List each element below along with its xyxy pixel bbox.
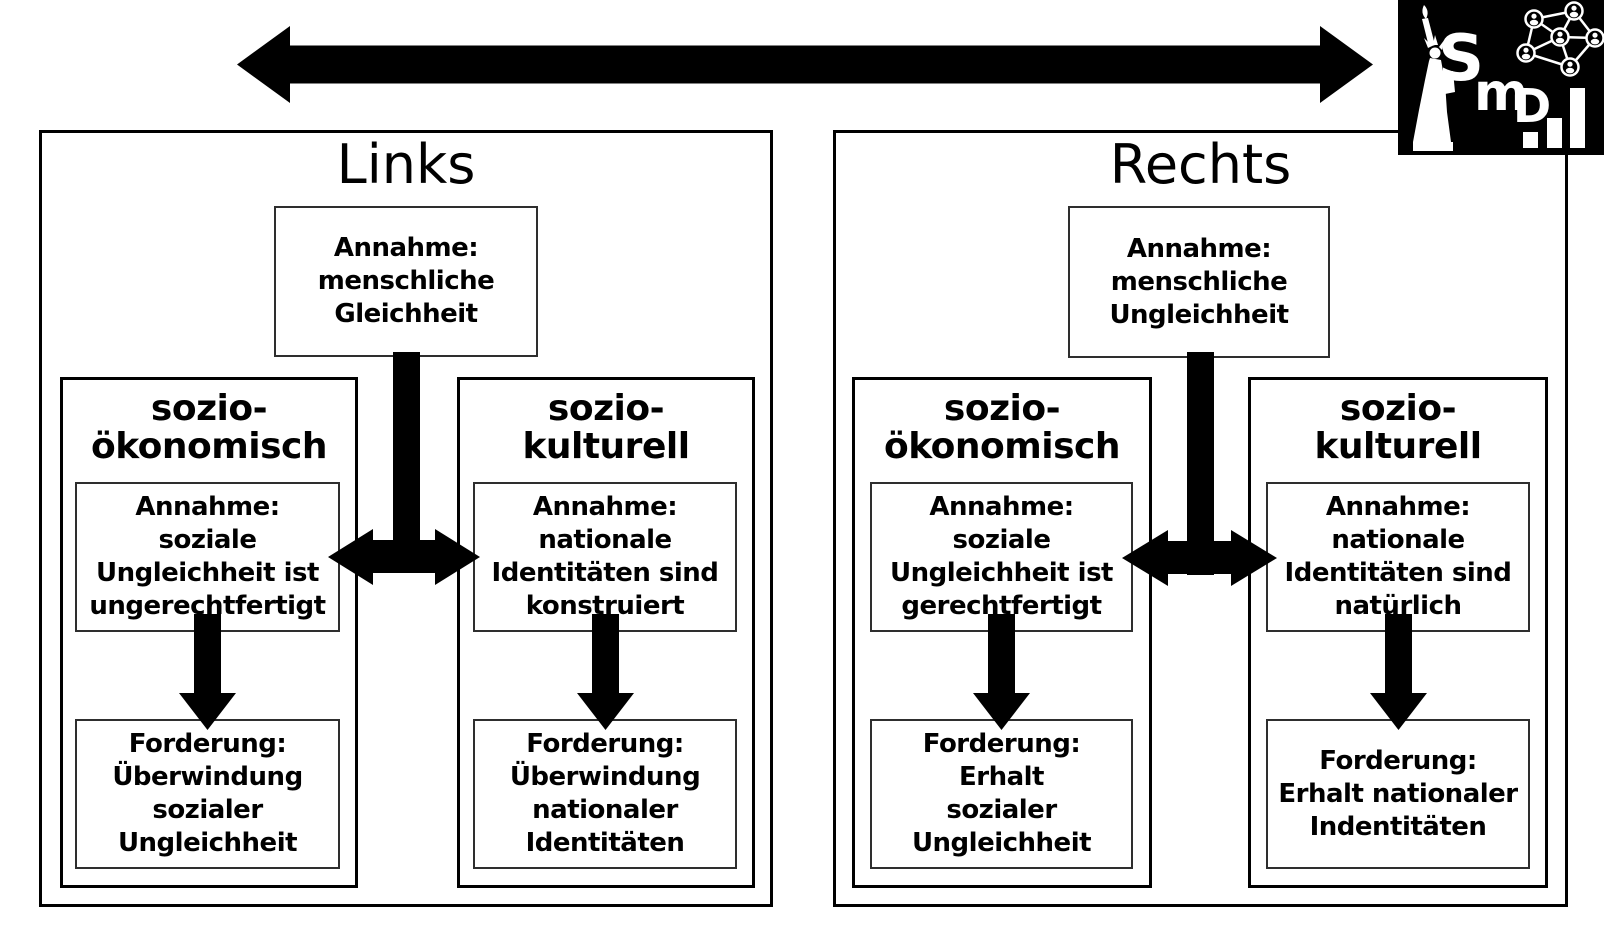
links-socioeconomic-demand-box: Forderung: Überwindung sozialer Ungleich… — [75, 719, 340, 869]
logo-letter-d: D — [1513, 79, 1551, 133]
logo-letter-s: S — [1438, 22, 1484, 96]
rechts-sociocultural-assumption-box: Annahme: nationale Identitäten sind natü… — [1266, 482, 1530, 632]
rechts-core-assumption-box: Annahme: menschliche Ungleichheit — [1068, 206, 1330, 358]
rechts-socioeconomic-down-arrow — [973, 614, 1030, 730]
links-socioeconomic-assumption-box: Annahme: soziale Ungleichheit ist ungere… — [75, 482, 340, 632]
links-panel-title: Links — [336, 133, 476, 196]
links-branch-arrow — [328, 352, 480, 585]
rechts-sociocultural-down-arrow — [1370, 614, 1427, 730]
links-sociocultural-down-arrow — [577, 614, 634, 730]
rechts-sociocultural-heading: sozio- kulturell — [1314, 388, 1482, 467]
spectrum-axis-arrow — [237, 26, 1373, 103]
links-core-assumption-box: Annahme: menschliche Gleichheit — [274, 206, 538, 357]
logo-letter-m: m — [1474, 63, 1528, 123]
links-sociocultural-heading: sozio- kulturell — [522, 388, 690, 467]
statue-of-liberty-icon — [1413, 5, 1455, 151]
rechts-socioeconomic-assumption-box: Annahme: soziale Ungleichheit ist gerech… — [870, 482, 1133, 632]
social-network-icon — [1516, 1, 1604, 77]
links-sociocultural-demand-box: Forderung: Überwindung nationaler Identi… — [473, 719, 737, 869]
rechts-panel-title: Rechts — [1109, 133, 1292, 196]
links-socioeconomic-down-arrow — [179, 614, 236, 730]
rechts-sociocultural-demand-box: Forderung: Erhalt nationaler Indentitäte… — [1266, 719, 1530, 869]
rechts-socioeconomic-demand-box: Forderung: Erhalt sozialer Ungleichheit — [870, 719, 1133, 869]
bar-chart-icon — [1523, 88, 1585, 148]
smd-logo: S m D — [1398, 0, 1604, 155]
links-socioeconomic-heading: sozio- ökonomisch — [90, 388, 328, 467]
rechts-socioeconomic-heading: sozio- ökonomisch — [883, 388, 1121, 467]
links-sociocultural-assumption-box: Annahme: nationale Identitäten sind kons… — [473, 482, 737, 632]
rechts-branch-arrow — [1122, 352, 1277, 586]
